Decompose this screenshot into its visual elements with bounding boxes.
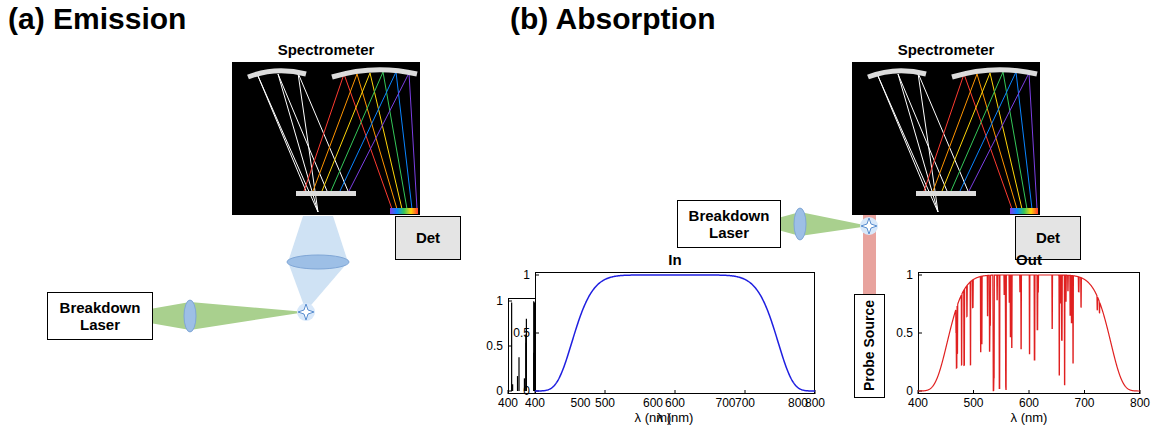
- emission-line: [511, 303, 512, 391]
- spectrum-trace: [918, 275, 1140, 391]
- x-tick-label: 500: [570, 396, 590, 410]
- spectrum-plot: Out: [918, 272, 1140, 394]
- tick-mark: [745, 390, 746, 394]
- probe-source-box: Probe Source: [854, 294, 885, 398]
- x-tick-label: 400: [908, 396, 928, 410]
- emission-line: [533, 353, 534, 391]
- y-tick-label: 0.5: [486, 339, 503, 353]
- x-tick-label: 600: [643, 396, 663, 410]
- plasma: [860, 217, 878, 235]
- tick-mark: [973, 390, 974, 394]
- heading-label: Spectrometer: [278, 41, 375, 58]
- tick-mark: [675, 390, 676, 394]
- y-tick-label: 1: [496, 294, 503, 308]
- x-tick-label: 500: [595, 396, 615, 410]
- box-label: Det: [1036, 229, 1060, 246]
- lens: [184, 300, 196, 332]
- y-tick-label: 0: [523, 384, 530, 398]
- probe-spectrum: [535, 275, 815, 391]
- x-tick-label: 600: [665, 396, 685, 410]
- heading-label: Out: [1016, 251, 1042, 268]
- plasma-glow: [297, 303, 315, 321]
- laser-beam: [150, 300, 306, 332]
- panel-title: (b) Absorption: [510, 2, 716, 36]
- x-tick-label: 500: [963, 396, 983, 410]
- y-tick-label: 0: [496, 384, 503, 398]
- spectrum-plot: In: [535, 272, 815, 394]
- y-tick-label: 1: [523, 268, 530, 282]
- x-tick-label: 800: [805, 396, 825, 410]
- device-box: Breakdown Laser: [47, 292, 153, 340]
- y-tick-label: 1: [906, 268, 913, 282]
- spectrometer-box: Spectrometer: [232, 62, 420, 215]
- y-tick-label: 0.5: [896, 326, 913, 340]
- axes-frame: [919, 273, 1140, 394]
- x-tick-label: 400: [498, 396, 518, 410]
- y-tick-label: 0.5: [513, 326, 530, 340]
- beam: [190, 302, 306, 330]
- emission-line: [512, 384, 513, 391]
- transmitted-spectrum: [918, 275, 1140, 391]
- emission-line: [517, 376, 518, 391]
- tick-mark: [918, 275, 922, 276]
- plot-area: [918, 272, 1140, 394]
- x-tick-label: 800: [1130, 396, 1150, 410]
- tick-mark: [918, 333, 922, 334]
- tick-mark: [535, 333, 539, 334]
- plasma: [297, 303, 315, 321]
- emission-line: [518, 357, 519, 391]
- spectrometer-optics: [852, 62, 1040, 215]
- heading-label: In: [668, 251, 681, 268]
- y-tick-label: 0: [906, 384, 913, 398]
- device-box: Det: [395, 216, 461, 260]
- box-label: Breakdown Laser: [51, 299, 149, 334]
- tick-mark: [1084, 390, 1085, 394]
- panel-title: (a) Emission: [8, 2, 186, 36]
- box-label: Breakdown Laser: [681, 207, 777, 242]
- x-tick-label: 700: [715, 396, 735, 410]
- plasma-spark: [298, 304, 314, 320]
- lens: [794, 208, 806, 240]
- spectrometer-box: Spectrometer: [852, 62, 1040, 215]
- x-tick-label: 600: [1019, 396, 1039, 410]
- collection-optics: [287, 216, 349, 311]
- device-box: Breakdown Laser: [677, 200, 781, 248]
- axis-title: λ (nm): [657, 410, 694, 425]
- plot-area: [535, 272, 815, 394]
- spectrum-trace: [535, 275, 815, 391]
- x-tick-label: 700: [1074, 396, 1094, 410]
- heading-label: Spectrometer: [898, 41, 995, 58]
- lens: [287, 255, 349, 269]
- plasma-glow: [860, 217, 878, 235]
- axis-title: λ (nm): [1011, 410, 1048, 425]
- spectrometer-optics: [232, 62, 420, 215]
- x-tick-label: 700: [735, 396, 755, 410]
- optics-symbol: [248, 70, 418, 214]
- tick-mark: [508, 301, 512, 302]
- beam: [800, 212, 869, 236]
- x-tick-label: 400: [525, 396, 545, 410]
- emission-line: [533, 301, 534, 391]
- axes-frame: [536, 273, 815, 394]
- tick-mark: [605, 390, 606, 394]
- box-label: Det: [416, 229, 440, 246]
- plasma-spark: [861, 218, 877, 234]
- tick-mark: [535, 275, 539, 276]
- tick-mark: [1029, 390, 1030, 394]
- optics-symbol: [868, 70, 1038, 214]
- box-label: Probe Source: [861, 300, 877, 391]
